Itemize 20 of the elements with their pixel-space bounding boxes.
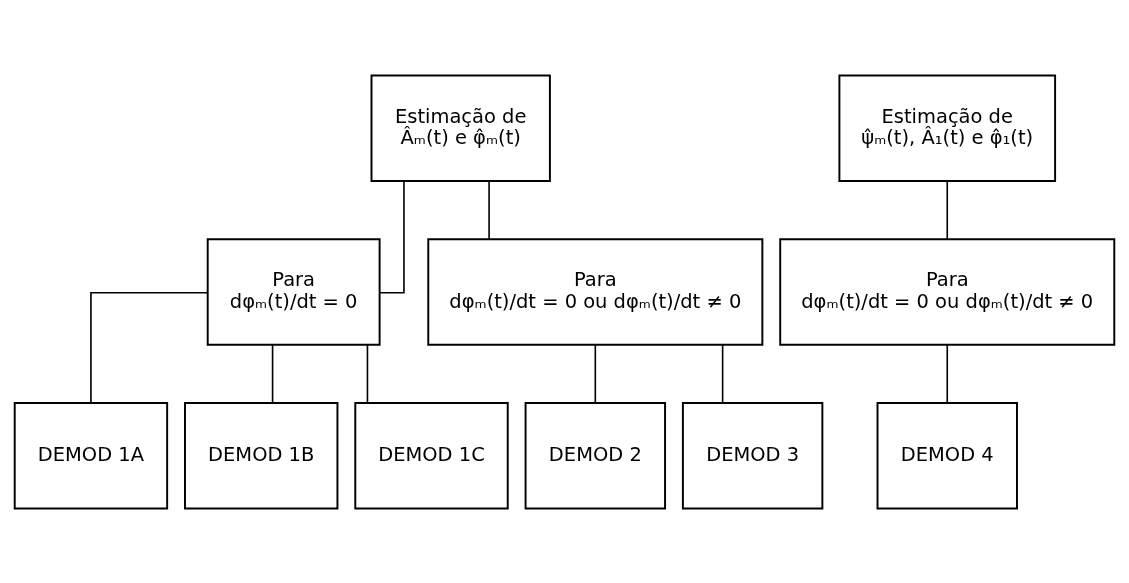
connector xyxy=(594,343,597,403)
node-box: Estimação de ψ̂ₘ(t), Â₁(t) e φ̂₁(t) xyxy=(838,74,1057,182)
connector xyxy=(946,179,949,240)
node-box: DEMOD 1C xyxy=(354,401,509,509)
connector xyxy=(488,179,490,240)
node-box: DEMOD 1B xyxy=(184,401,339,509)
node-box: Estimação de Âₘ(t) e φ̂ₘ(t) xyxy=(370,74,551,182)
node-box: Para dφₘ(t)/dt = 0 ou dφₘ(t)/dt ≠ 0 xyxy=(779,237,1116,346)
node-box: Para dφₘ(t)/dt = 0 xyxy=(206,237,381,346)
connector xyxy=(379,179,405,294)
connector xyxy=(90,291,209,404)
connector xyxy=(721,343,724,403)
connector xyxy=(271,343,274,403)
node-box: DEMOD 4 xyxy=(876,401,1018,509)
node-box: DEMOD 2 xyxy=(524,401,667,509)
connector xyxy=(366,343,369,403)
node-box: DEMOD 1A xyxy=(13,401,169,509)
node-box: DEMOD 3 xyxy=(681,401,824,509)
node-box: Para dφₘ(t)/dt = 0 ou dφₘ(t)/dt ≠ 0 xyxy=(427,237,764,346)
connector xyxy=(946,343,949,403)
